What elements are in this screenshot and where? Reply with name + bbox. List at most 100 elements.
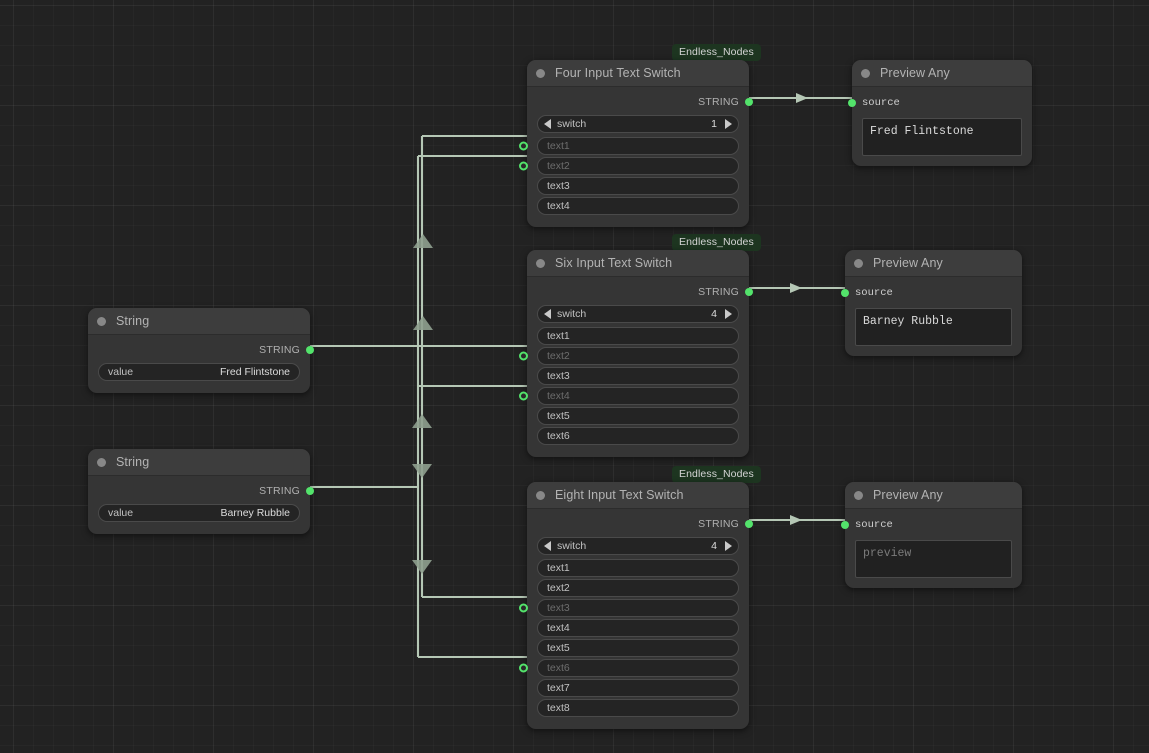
input-label: text1 <box>547 140 570 152</box>
input-slot-text1[interactable]: text1 <box>537 559 739 577</box>
node-title-bar[interactable]: Eight Input Text Switch <box>527 482 749 509</box>
widget-switch-selector[interactable]: switch 4 <box>537 305 739 323</box>
input-label: text5 <box>547 410 570 422</box>
input-label: text2 <box>547 350 570 362</box>
input-dot-icon[interactable] <box>519 351 528 361</box>
input-label: text3 <box>547 602 570 614</box>
node-title-bar[interactable]: Preview Any <box>845 250 1022 277</box>
input-slot-text4[interactable]: text4 <box>537 197 739 215</box>
triangle-right-icon[interactable] <box>725 309 732 319</box>
node-title: Preview Any <box>873 256 943 270</box>
input-dot-icon[interactable] <box>848 99 856 107</box>
triangle-left-icon[interactable] <box>544 541 551 551</box>
input-slot-source[interactable]: source <box>841 285 1012 301</box>
input-slot-text8[interactable]: text8 <box>537 699 739 717</box>
input-dot-icon[interactable] <box>519 161 528 171</box>
output-dot-icon[interactable] <box>306 486 314 495</box>
output-label: STRING <box>698 95 739 108</box>
widget-switch-selector[interactable]: switch 1 <box>537 115 739 133</box>
node-title-bar[interactable]: Four Input Text Switch <box>527 60 749 87</box>
node-six-input-text-switch[interactable]: Six Input Text Switch STRING switch 4 te… <box>519 250 753 457</box>
node-title-bar[interactable]: String <box>88 449 310 476</box>
input-label: text4 <box>547 200 570 212</box>
widget-value[interactable]: value Fred Flintstone <box>98 363 300 381</box>
input-slot-text5[interactable]: text5 <box>537 639 739 657</box>
output-label: STRING <box>259 343 300 356</box>
collapse-dot-icon[interactable] <box>536 68 545 78</box>
output-slot-string[interactable]: STRING <box>537 93 753 110</box>
output-slot-string[interactable]: STRING <box>537 515 753 532</box>
output-label: STRING <box>698 517 739 530</box>
input-slot-source[interactable]: source <box>848 95 1022 111</box>
input-slot-text3[interactable]: text3 <box>537 367 739 385</box>
node-title-bar[interactable]: String <box>88 308 310 335</box>
node-pack-badge: Endless_Nodes <box>672 234 761 251</box>
input-slot-text4[interactable]: text4 <box>519 387 739 405</box>
node-preview-any-2[interactable]: Preview Any source Barney Rubble <box>841 250 1022 356</box>
triangle-left-icon[interactable] <box>544 119 551 129</box>
input-slot-text5[interactable]: text5 <box>537 407 739 425</box>
output-slot-string[interactable]: STRING <box>537 283 753 300</box>
input-label: text3 <box>547 180 570 192</box>
widget-value-text: 1 <box>711 118 717 130</box>
collapse-dot-icon[interactable] <box>861 68 870 78</box>
node-title-bar[interactable]: Preview Any <box>852 60 1032 87</box>
input-slot-text6[interactable]: text6 <box>519 659 739 677</box>
input-dot-icon[interactable] <box>841 521 849 529</box>
node-string-barney[interactable]: String STRING value Barney Rubble <box>88 449 314 534</box>
input-label: text1 <box>547 330 570 342</box>
node-preview-any-3[interactable]: Preview Any source preview <box>841 482 1022 588</box>
output-label: STRING <box>259 484 300 497</box>
collapse-dot-icon[interactable] <box>536 490 545 500</box>
input-slot-text2[interactable]: text2 <box>519 157 739 175</box>
widget-label: switch <box>557 118 587 130</box>
collapse-dot-icon[interactable] <box>854 258 863 268</box>
input-dot-icon[interactable] <box>519 603 528 613</box>
output-label: STRING <box>698 285 739 298</box>
input-slot-source[interactable]: source <box>841 517 1012 533</box>
output-dot-icon[interactable] <box>745 287 753 296</box>
node-title-bar[interactable]: Preview Any <box>845 482 1022 509</box>
collapse-dot-icon[interactable] <box>854 490 863 500</box>
node-title-bar[interactable]: Six Input Text Switch <box>527 250 749 277</box>
input-label: text2 <box>547 160 570 172</box>
triangle-left-icon[interactable] <box>544 309 551 319</box>
input-slot-text2[interactable]: text2 <box>519 347 739 365</box>
preview-text: Barney Rubble <box>863 315 953 328</box>
input-slot-text3[interactable]: text3 <box>519 599 739 617</box>
collapse-dot-icon[interactable] <box>97 316 106 326</box>
input-slot-text6[interactable]: text6 <box>537 427 739 445</box>
input-dot-icon[interactable] <box>519 141 528 151</box>
node-eight-input-text-switch[interactable]: Eight Input Text Switch STRING switch 4 … <box>519 482 753 729</box>
collapse-dot-icon[interactable] <box>97 457 106 467</box>
input-slot-text3[interactable]: text3 <box>537 177 739 195</box>
widget-value-text: Barney Rubble <box>220 507 290 519</box>
output-dot-icon[interactable] <box>745 97 753 106</box>
input-slot-text4[interactable]: text4 <box>537 619 739 637</box>
widget-value[interactable]: value Barney Rubble <box>98 504 300 522</box>
widget-switch-selector[interactable]: switch 4 <box>537 537 739 555</box>
triangle-right-icon[interactable] <box>725 541 732 551</box>
input-slot-text1[interactable]: text1 <box>537 327 739 345</box>
collapse-dot-icon[interactable] <box>536 258 545 268</box>
input-label: text7 <box>547 682 570 694</box>
output-slot-string[interactable]: STRING <box>98 341 314 358</box>
input-slot-text1[interactable]: text1 <box>519 137 739 155</box>
input-dot-icon[interactable] <box>841 289 849 297</box>
output-dot-icon[interactable] <box>745 519 753 528</box>
node-preview-any-1[interactable]: Preview Any source Fred Flintstone <box>848 60 1032 166</box>
node-string-fred[interactable]: String STRING value Fred Flintstone <box>88 308 314 393</box>
input-dot-icon[interactable] <box>519 663 528 673</box>
preview-output-box: Barney Rubble <box>855 308 1012 346</box>
node-body: STRING switch 4 text1 text2 <box>519 509 753 729</box>
input-slot-text2[interactable]: text2 <box>537 579 739 597</box>
output-slot-string[interactable]: STRING <box>98 482 314 499</box>
input-dot-icon[interactable] <box>519 391 528 401</box>
widget-label: switch <box>557 308 587 320</box>
output-dot-icon[interactable] <box>306 345 314 354</box>
input-slot-text7[interactable]: text7 <box>537 679 739 697</box>
node-four-input-text-switch[interactable]: Four Input Text Switch STRING switch 1 t… <box>519 60 753 227</box>
triangle-right-icon[interactable] <box>725 119 732 129</box>
node-body: STRING value Fred Flintstone <box>88 335 314 393</box>
